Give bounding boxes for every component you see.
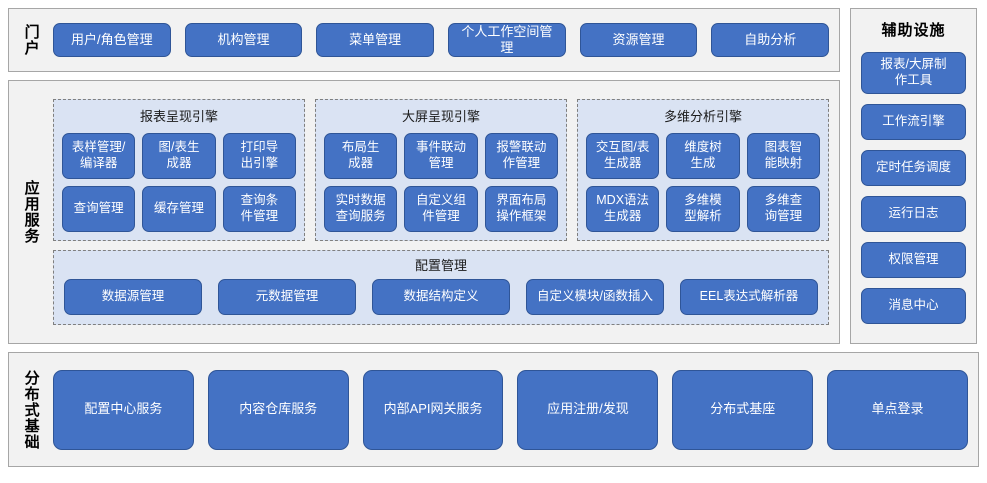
engine-multidim-analysis: 多维分析引擎 交互图/表 生成器 维度树 生成 图表智 能映射 MDX语法 生成…: [577, 99, 829, 241]
engine-item-report-template-compiler[interactable]: 表样管理/ 编译器: [62, 133, 136, 179]
config-item-data-structure-definition[interactable]: 数据结构定义: [372, 279, 510, 315]
portal-item-resource-management[interactable]: 资源管理: [579, 23, 698, 57]
engine-item-chart-table-generator[interactable]: 图/表生 成器: [142, 133, 216, 179]
base-item-app-registry-discovery[interactable]: 应用注册/发现: [517, 369, 659, 450]
engine-item-cache-management[interactable]: 缓存管理: [142, 186, 216, 232]
engine-title-multidim-analysis: 多维分析引擎: [663, 109, 742, 124]
portal-item-menu-management[interactable]: 菜单管理: [316, 23, 435, 57]
config-item-metadata-management[interactable]: 元数据管理: [218, 279, 356, 315]
app-services-section: 应用服务 报表呈现引擎 表样管理/ 编译器 图/表生 成器 打印导 出引擎 查询…: [8, 80, 840, 344]
portal-item-org-management[interactable]: 机构管理: [184, 23, 303, 57]
base-item-single-sign-on[interactable]: 单点登录: [827, 369, 968, 450]
base-item-content-repository-service[interactable]: 内容仓库服务: [207, 369, 349, 450]
left-column: 门户 用户/角色管理 机构管理 菜单管理 个人工作空间管理 资源管理 自助分析 …: [8, 8, 840, 344]
aux-item-report-bigscreen-authoring-tool[interactable]: 报表/大屏制 作工具: [861, 52, 966, 94]
distributed-base-section: 分布式基础 配置中心服务 内容仓库服务 内部API网关服务 应用注册/发现 分布…: [8, 352, 979, 467]
engine-item-query-condition-management[interactable]: 查询条 件管理: [222, 186, 296, 232]
engine-item-realtime-data-query-service[interactable]: 实时数据 查询服务: [324, 186, 398, 232]
portal-section-label: 门户: [22, 24, 40, 56]
engine-item-alarm-linkage-action-management[interactable]: 报警联动 作管理: [484, 133, 558, 179]
engine-item-chart-smart-mapping[interactable]: 图表智 能映射: [746, 133, 820, 179]
engine-grid-multidim-analysis: 交互图/表 生成器 维度树 生成 图表智 能映射 MDX语法 生成器 多维模 型…: [586, 133, 820, 232]
app-services-body: 报表呈现引擎 表样管理/ 编译器 图/表生 成器 打印导 出引擎 查询管理 缓存…: [53, 81, 839, 343]
portal-items: 用户/角色管理 机构管理 菜单管理 个人工作空间管理 资源管理 自助分析: [53, 9, 839, 71]
distributed-base-items: 配置中心服务 内容仓库服务 内部API网关服务 应用注册/发现 分布式基座 单点…: [53, 353, 978, 466]
app-services-section-label: 应用服务: [22, 180, 40, 244]
aux-item-workflow-engine[interactable]: 工作流引擎: [861, 104, 966, 140]
aux-item-run-log[interactable]: 运行日志: [861, 196, 966, 232]
config-item-datasource-management[interactable]: 数据源管理: [64, 279, 202, 315]
portal-section: 门户 用户/角色管理 机构管理 菜单管理 个人工作空间管理 资源管理 自助分析: [8, 8, 840, 72]
engine-item-dimension-tree-generation[interactable]: 维度树 生成: [666, 133, 740, 179]
engine-item-interactive-chart-table-generator[interactable]: 交互图/表 生成器: [586, 133, 660, 179]
base-item-internal-api-gateway-service[interactable]: 内部API网关服务: [362, 369, 504, 450]
engine-item-multidim-query-management[interactable]: 多维查 询管理: [746, 186, 820, 232]
engine-item-ui-layout-operation-framework[interactable]: 界面布局 操作框架: [484, 186, 558, 232]
engine-item-query-management[interactable]: 查询管理: [62, 186, 136, 232]
portal-item-self-service-analysis[interactable]: 自助分析: [711, 23, 830, 57]
engine-report-rendering: 报表呈现引擎 表样管理/ 编译器 图/表生 成器 打印导 出引擎 查询管理 缓存…: [53, 99, 305, 241]
engine-item-print-export-engine[interactable]: 打印导 出引擎: [222, 133, 296, 179]
engine-bigscreen-rendering: 大屏呈现引擎 布局生 成器 事件联动 管理 报警联动 作管理 实时数据 查询服务…: [315, 99, 567, 241]
config-item-custom-module-function-insert[interactable]: 自定义模块/函数插入: [526, 279, 664, 315]
distributed-base-section-label: 分布式基础: [22, 369, 40, 450]
aux-facilities-section: 辅助设施 报表/大屏制 作工具 工作流引擎 定时任务调度 运行日志 权限管理 消…: [850, 8, 977, 344]
engine-item-mdx-syntax-generator[interactable]: MDX语法 生成器: [586, 186, 660, 232]
engine-item-custom-component-management[interactable]: 自定义组 件管理: [404, 186, 478, 232]
aux-item-permission-management[interactable]: 权限管理: [861, 242, 966, 278]
aux-item-message-center[interactable]: 消息中心: [861, 288, 966, 324]
portal-item-user-role-management[interactable]: 用户/角色管理: [53, 23, 171, 57]
base-item-distributed-foundation[interactable]: 分布式基座: [672, 369, 814, 450]
engine-grid-bigscreen-rendering: 布局生 成器 事件联动 管理 报警联动 作管理 实时数据 查询服务 自定义组 件…: [324, 133, 558, 232]
engine-item-layout-generator[interactable]: 布局生 成器: [324, 133, 398, 179]
config-management-title: 配置管理: [414, 258, 467, 273]
engine-item-event-linkage-management[interactable]: 事件联动 管理: [404, 133, 478, 179]
top-area: 门户 用户/角色管理 机构管理 菜单管理 个人工作空间管理 资源管理 自助分析 …: [8, 8, 979, 344]
engine-title-report-rendering: 报表呈现引擎: [139, 109, 218, 124]
config-management-items: 数据源管理 元数据管理 数据结构定义 自定义模块/函数插入 EEL表达式解析器: [64, 279, 818, 315]
engine-row: 报表呈现引擎 表样管理/ 编译器 图/表生 成器 打印导 出引擎 查询管理 缓存…: [53, 99, 829, 241]
portal-item-personal-workspace-management[interactable]: 个人工作空间管理: [448, 23, 566, 57]
config-management-panel: 配置管理 数据源管理 元数据管理 数据结构定义 自定义模块/函数插入 EEL表达…: [53, 250, 829, 325]
base-item-config-center-service[interactable]: 配置中心服务: [53, 369, 194, 450]
config-item-eel-expression-parser[interactable]: EEL表达式解析器: [680, 279, 818, 315]
aux-facilities-title: 辅助设施: [881, 22, 946, 39]
engine-item-multidim-model-parsing[interactable]: 多维模 型解析: [666, 186, 740, 232]
engine-title-bigscreen-rendering: 大屏呈现引擎: [401, 109, 480, 124]
aux-item-scheduled-task-scheduling[interactable]: 定时任务调度: [861, 150, 966, 186]
engine-grid-report-rendering: 表样管理/ 编译器 图/表生 成器 打印导 出引擎 查询管理 缓存管理 查询条 …: [62, 133, 296, 232]
